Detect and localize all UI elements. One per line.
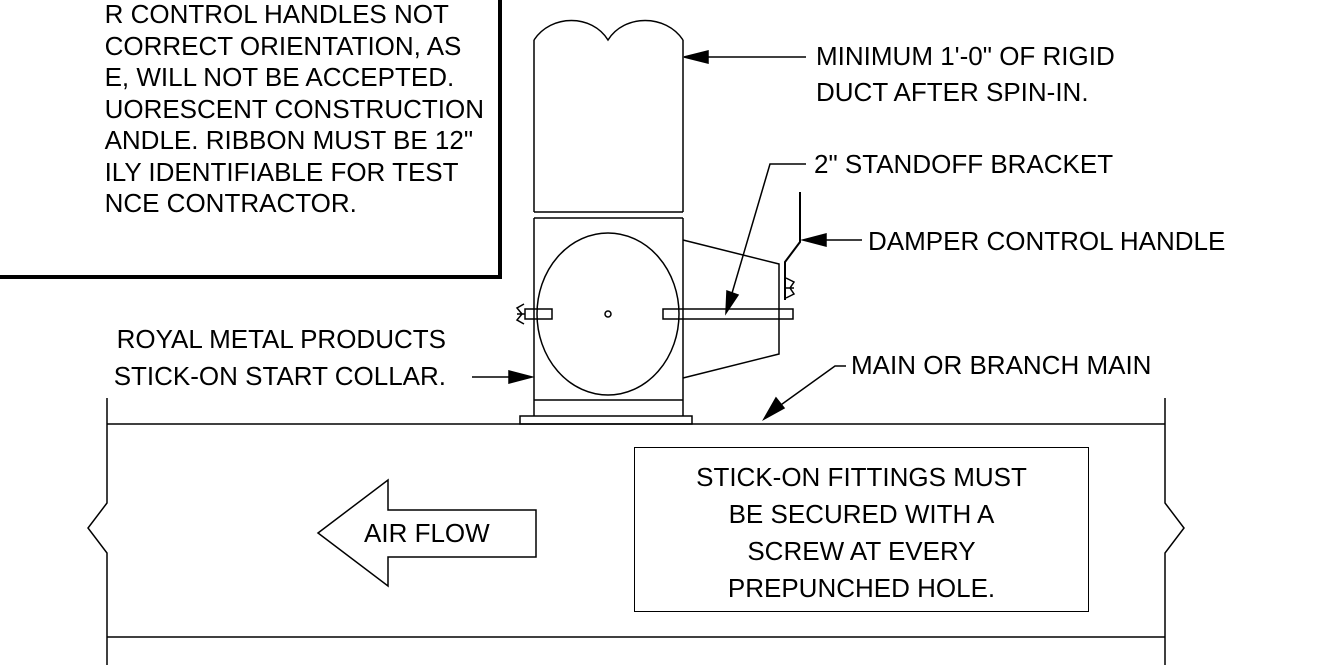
label-damper-handle: DAMPER CONTROL HANDLE bbox=[868, 226, 1226, 256]
strap-left bbox=[524, 308, 553, 320]
label-rigid-duct-2: DUCT AFTER SPIN-IN. bbox=[816, 77, 1089, 107]
arrowhead-main-branch bbox=[762, 396, 786, 421]
wing-nut-right-icon bbox=[785, 277, 796, 299]
stick-note-line: PREPUNCHED HOLE. bbox=[727, 573, 996, 603]
arrowhead-rigid-duct bbox=[683, 50, 709, 64]
stick-note-line: SCREW AT EVERY bbox=[747, 536, 976, 566]
note-line: ILY IDENTIFIABLE FOR TEST bbox=[104, 156, 459, 187]
damper-blade bbox=[536, 232, 680, 396]
note-line: E, WILL NOT BE ACCEPTED. bbox=[104, 62, 455, 92]
note-line: ANDLE. RIBBON MUST BE 12" bbox=[104, 125, 474, 155]
start-collar bbox=[533, 211, 684, 416]
label-collar-2: STICK-ON START COLLAR. bbox=[113, 361, 446, 391]
label-rigid-duct-1: MINIMUM 1'-0" OF RIGID bbox=[816, 41, 1115, 71]
stick-on-note-box: STICK-ON FITTINGS MUST BE SECURED WITH A… bbox=[634, 447, 1089, 612]
handle-orientation-note-box: R CONTROL HANDLES NOT CORRECT ORIENTATIO… bbox=[0, 0, 502, 279]
damper-pivot bbox=[604, 310, 612, 318]
arrowhead-standoff-bracket bbox=[725, 289, 740, 316]
damper-handle-rod bbox=[784, 192, 801, 300]
label-collar-1: ROYAL METAL PRODUCTS bbox=[116, 324, 446, 354]
right-break-line bbox=[1164, 398, 1185, 665]
arrowhead-collar bbox=[508, 370, 535, 384]
leaders bbox=[472, 50, 862, 421]
collar-base-flange bbox=[519, 415, 693, 425]
label-standoff-bracket: 2" STANDOFF BRACKET bbox=[814, 149, 1114, 179]
air-flow-arrow bbox=[316, 478, 537, 588]
note-line: CORRECT ORIENTATION, AS bbox=[104, 30, 462, 61]
arrowhead-damper-handle bbox=[800, 233, 827, 247]
handle-orientation-note: R CONTROL HANDLES NOT CORRECT ORIENTATIO… bbox=[105, 0, 484, 220]
wing-nut-left-icon bbox=[515, 303, 525, 325]
stick-note-line: BE SECURED WITH A bbox=[728, 499, 995, 529]
label-air-flow: AIR FLOW bbox=[364, 518, 490, 548]
stick-on-note: STICK-ON FITTINGS MUST BE SECURED WITH A… bbox=[635, 459, 1088, 607]
leader-standoff-bracket bbox=[729, 163, 806, 301]
rigid-duct-break bbox=[533, 19, 684, 42]
stick-note-line: STICK-ON FITTINGS MUST bbox=[696, 462, 1027, 492]
rigid-duct bbox=[533, 19, 684, 212]
left-break-line bbox=[87, 398, 108, 665]
note-line: UORESCENT CONSTRUCTION bbox=[104, 93, 484, 124]
leader-main-branch bbox=[777, 365, 846, 408]
note-line: R CONTROL HANDLES NOT bbox=[104, 0, 449, 29]
note-line: NCE CONTRACTOR. bbox=[104, 188, 357, 218]
label-main-branch: MAIN OR BRANCH MAIN bbox=[851, 350, 1152, 380]
